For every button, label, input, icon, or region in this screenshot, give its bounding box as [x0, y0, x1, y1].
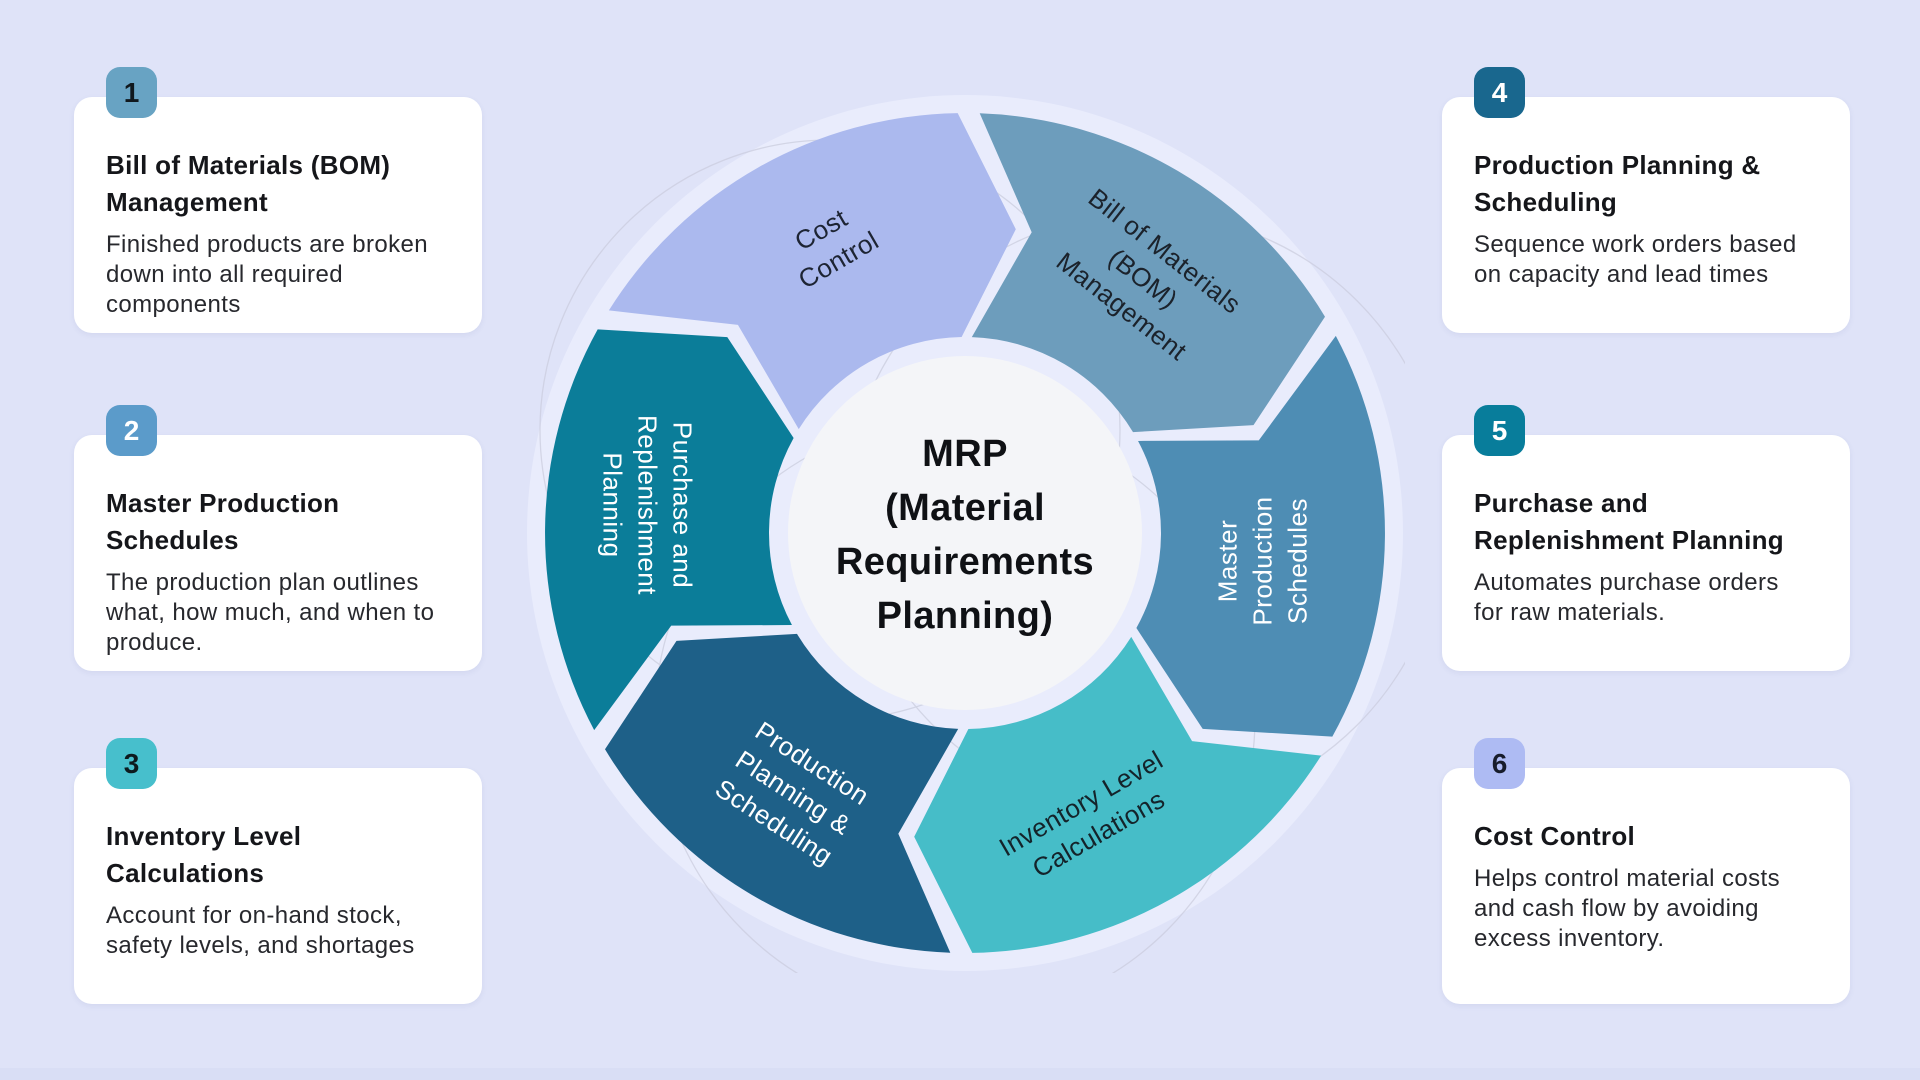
card-production-planning-scheduling: 4 Production Planning & Scheduling Seque…: [1442, 67, 1850, 333]
card-bom-management: 1 Bill of Materials (BOM) Management Fin…: [74, 67, 482, 333]
card-title-inventory-level-calculations: Inventory Level Calculations: [106, 821, 302, 888]
card-description-master-production-schedules: The production plan outlines what, how m…: [106, 569, 435, 656]
diagram-center-title: MRP (Material Requirements Planning): [835, 433, 1095, 637]
segment-inventory-level-calculations-arrow: [914, 636, 1322, 953]
footer-strip: [0, 1068, 1920, 1080]
cycle-segments: [545, 113, 1385, 953]
card-title-purchase-replenishment-planning: Purchase and Replenishment Planning: [1474, 488, 1784, 555]
card-description-production-planning-scheduling: Sequence work orders based on capacity a…: [1474, 231, 1797, 288]
card-title-master-production-schedules: Master Production Schedules: [106, 488, 340, 555]
card-title-bom-management: Bill of Materials (BOM) Management: [106, 150, 391, 217]
segment-purchase-replenishment-arrow: [545, 329, 794, 731]
step-badge-5: 5: [1474, 405, 1525, 456]
card-master-production-schedules: 2 Master Production Schedules The produc…: [74, 405, 482, 671]
card-description-cost-control: Helps control material costs and cash fl…: [1474, 865, 1780, 952]
card-title-cost-control: Cost Control: [1474, 821, 1636, 851]
card-description-inventory-level-calculations: Account for on-hand stock, safety levels…: [106, 902, 415, 959]
step-badge-2: 2: [106, 405, 157, 456]
card-description-purchase-replenishment-planning: Automates purchase orders for raw materi…: [1474, 569, 1779, 626]
segment-bill-of-materials-arrow: [971, 113, 1325, 433]
segment-master-production-schedules-arrow: [1136, 335, 1385, 737]
center-circle: [788, 356, 1142, 710]
step-badge-4: 4: [1474, 67, 1525, 118]
segment-production-planning-scheduling-arrow: [605, 633, 959, 953]
step-badge-3: 3: [106, 738, 157, 789]
step-badge-6: 6: [1474, 738, 1525, 789]
segment-cost-control-arrow: [608, 113, 1016, 430]
card-title-production-planning-scheduling: Production Planning & Scheduling: [1474, 150, 1761, 217]
mrp-cycle-diagram: Bill of Materials (BOM) Management Maste…: [525, 93, 1405, 973]
card-cost-control: 6 Cost Control Helps control material co…: [1442, 738, 1850, 1004]
step-badge-1: 1: [106, 67, 157, 118]
card-inventory-level-calculations: 3 Inventory Level Calculations Account f…: [74, 738, 482, 1004]
card-description-bom-management: Finished products are broken down into a…: [106, 231, 429, 318]
cycle-diagram-svg: [527, 95, 1405, 973]
card-purchase-replenishment-planning: 5 Purchase and Replenishment Planning Au…: [1442, 405, 1850, 671]
